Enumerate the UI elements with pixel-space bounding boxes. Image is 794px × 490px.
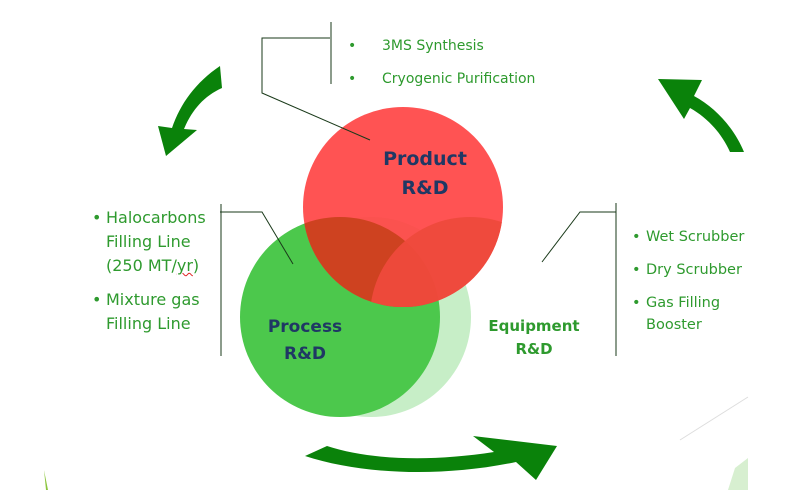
connector-product xyxy=(261,37,371,141)
bullet-icon: • xyxy=(632,229,641,245)
spellcheck-underline: yr xyxy=(176,256,193,275)
list-item: •Cryogenic Purification xyxy=(346,63,535,96)
bullet-icon: • xyxy=(92,290,102,309)
list-item: • Halocarbons Filling Line (250 MT/yr) xyxy=(90,206,206,278)
bullet-icon: • xyxy=(632,295,641,311)
process-items-list: • Halocarbons Filling Line (250 MT/yr) •… xyxy=(90,206,206,346)
connector-process xyxy=(220,211,294,265)
equipment-rd-label: Equipment R&D xyxy=(488,317,580,358)
capacity-note: (250 MT/yr) xyxy=(106,256,200,275)
bullet-icon: • xyxy=(348,71,357,87)
decorative-line xyxy=(679,396,749,441)
cycle-arrow-top-right xyxy=(658,79,744,152)
connector-equipment xyxy=(541,211,616,263)
product-rd-label: Product R&D xyxy=(383,148,467,199)
list-item: • Wet Scrubber xyxy=(630,226,744,248)
bullet-icon: • xyxy=(348,38,357,54)
overlap-product-process xyxy=(303,217,440,307)
decorative-leaf-left xyxy=(44,470,48,490)
list-item: •3MS Synthesis xyxy=(346,30,535,63)
list-item: • Dry Scrubber xyxy=(630,259,744,281)
list-item: • Gas Filling Booster xyxy=(630,292,744,336)
equipment-items-list: • Wet Scrubber • Dry Scrubber • Gas Fill… xyxy=(630,226,744,347)
product-items-list: •3MS Synthesis •Cryogenic Purification xyxy=(346,30,535,96)
cycle-arrow-bottom xyxy=(305,436,557,480)
decorative-leaf-right xyxy=(728,458,748,490)
bullet-icon: • xyxy=(92,208,102,227)
bullet-icon: • xyxy=(632,262,641,278)
list-item: • Mixture gas Filling Line xyxy=(92,290,200,333)
cycle-arrow-top-left xyxy=(158,66,222,156)
process-rd-label: Process R&D xyxy=(267,317,343,364)
overlap-center xyxy=(370,217,503,307)
